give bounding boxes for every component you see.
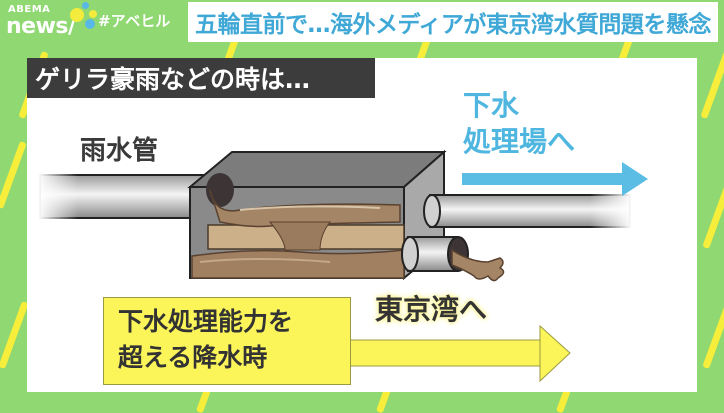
overflow-condition-line1: 下水処理能力を [118,307,294,336]
headline-bar: 五輪直前で…海外メディアが東京湾水質問題を懸念 [188,2,718,42]
sewer-plant-label-line2: 処理場へ [463,125,576,158]
condition-title-label: ゲリラ豪雨などの時は… [27,58,375,98]
combined-sewer-overflow-diagram [38,149,648,383]
sewer-plant-label: 下水 処理場へ [463,88,575,160]
rain-pipe [38,172,211,222]
overflow-condition-box: 下水処理能力を 超える降水時 [103,297,351,385]
logo-dot-icon [85,19,95,29]
rain-pipe-label: 雨水管 [80,136,159,166]
junction-chamber [187,149,447,281]
sewer-plant-arrow [462,162,648,196]
overflow-outlet-pipe [401,236,505,282]
sewer-outlet-pipe [423,192,632,230]
logo-dot-icon [89,10,97,18]
headline-text: 五輪直前で…海外メディアが東京湾水質問題を懸念 [195,12,711,38]
overflow-condition-line2: 超える降水時 [118,343,268,372]
sewer-plant-label-line1: 下水 [463,89,520,122]
tokyo-bay-arrow [348,324,571,383]
tokyo-bay-label: 東京湾へ [375,293,488,326]
abema-news-logo: ABEMA news/ [6,2,97,42]
logo-abema-text: ABEMA [8,4,51,15]
logo-dot-icon [70,8,84,22]
program-hashtag: #アベヒル [98,12,171,30]
logo-dot-icon [82,2,89,9]
logo-news-text: news/ [6,14,76,39]
